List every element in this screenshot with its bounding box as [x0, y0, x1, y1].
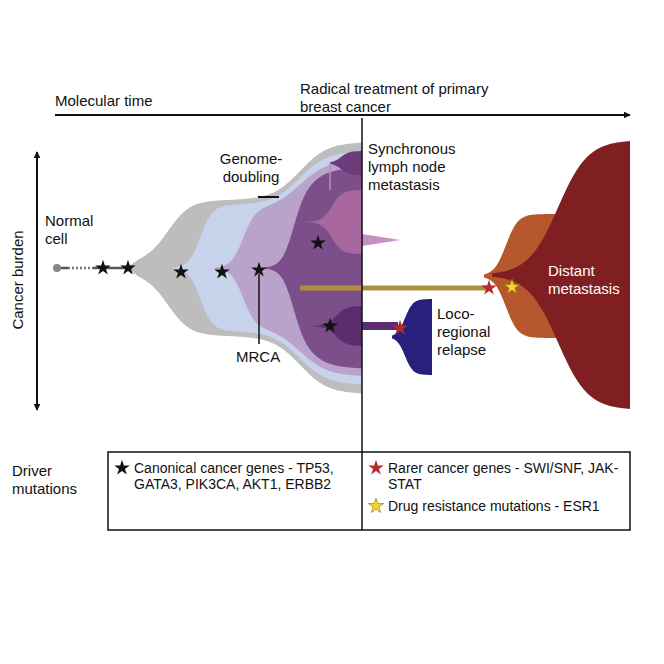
mutation-star: [504, 279, 520, 294]
clone-pink: [305, 190, 362, 254]
burden-axis: [36, 152, 38, 410]
normal-lineage-dashed: [68, 267, 93, 270]
legend-box: [108, 452, 630, 530]
mrca-leader: [258, 274, 260, 344]
axis-label: Cancer burden: [9, 230, 27, 329]
mutation-star: [95, 260, 111, 275]
site-label: Loco- regional relapse: [437, 305, 509, 359]
legend-swatch: [368, 460, 384, 476]
treatment-label: Radical treatment of primary breast canc…: [300, 80, 500, 116]
clone-loco-tail: [362, 322, 398, 330]
legend-swatch: [368, 498, 384, 514]
mutation-star: [310, 235, 326, 250]
lymph-node-link: [329, 163, 331, 190]
clone-purple: [265, 168, 362, 369]
legend-star: [368, 498, 384, 513]
mutation-star: [214, 264, 230, 279]
legend-text: Canonical cancer genes - TP53, GATA3, PI…: [134, 460, 349, 492]
clone-blue: [172, 151, 362, 384]
genome-doubling-bar: [258, 196, 279, 198]
axis-label: Molecular time: [55, 92, 195, 110]
mutation-star: [322, 318, 338, 333]
mutation-star: [120, 260, 136, 275]
clone-pink-tail: [362, 234, 400, 246]
origin-label: Normal cell: [45, 212, 107, 248]
legend-item: Canonical cancer genes - TP53, GATA3, PI…: [114, 460, 349, 492]
legend-text: Rarer cancer genes - SWI/SNF, JAK-STAT: [388, 460, 623, 492]
clone-grey: [128, 143, 362, 394]
legend-star: [114, 460, 130, 475]
clone-loco: [312, 306, 362, 346]
legend-swatch: [114, 460, 130, 476]
treatment-line: [361, 118, 363, 530]
lymph-node-blob: [330, 151, 362, 175]
mutation-star: [481, 280, 497, 295]
site-label: Synchronous lymph node metastasis: [368, 140, 472, 194]
legend-item: Drug resistance mutations - ESR1: [368, 498, 623, 514]
site-label: Distant metastasis: [548, 262, 628, 298]
event-label: Genome- doubling: [206, 150, 296, 186]
legend-heading: Driver mutations: [12, 462, 94, 498]
legend-text: Drug resistance mutations - ESR1: [388, 498, 600, 514]
mutation-star: [251, 262, 267, 277]
metastasis-red: [492, 141, 630, 409]
legend-item: Rarer cancer genes - SWI/SNF, JAK-STAT: [368, 460, 623, 492]
clone-lavender: [215, 160, 362, 376]
clone-gold: [300, 286, 492, 291]
mutation-star: [392, 320, 408, 335]
mutation-star: [173, 264, 189, 279]
event-label: MRCA: [236, 348, 296, 366]
relapse-blob: [392, 299, 432, 375]
legend-star: [368, 460, 384, 475]
normal-cell-dot: [53, 264, 61, 272]
